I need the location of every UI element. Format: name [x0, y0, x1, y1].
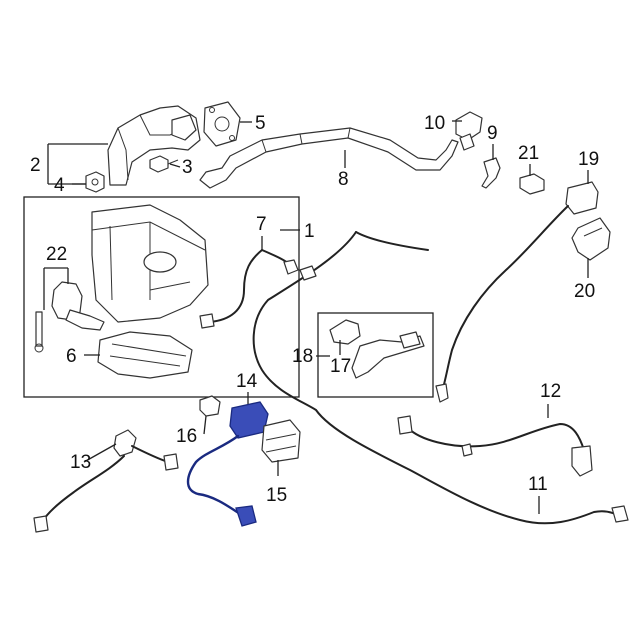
clip-part-21[interactable]	[519, 173, 545, 195]
bracket-part-20[interactable]	[571, 217, 611, 261]
harness-part-7[interactable]	[199, 249, 299, 329]
sensor-tip-19	[435, 383, 449, 403]
connector-part-10[interactable]	[455, 111, 483, 151]
leader-lines	[43, 120, 589, 514]
callout-11: 11	[528, 474, 548, 495]
callout-17: 17	[330, 356, 351, 377]
callout-20: 20	[574, 281, 595, 302]
shield-part-6[interactable]	[97, 331, 193, 379]
duct-clip-part[interactable]	[85, 171, 105, 193]
callout-6: 6	[66, 346, 77, 367]
callout-1: 1	[304, 221, 315, 242]
callout-19: 19	[578, 149, 599, 170]
gasket-part-5[interactable]	[203, 101, 241, 147]
callout-15: 15	[266, 485, 287, 506]
part-17-group-box	[317, 312, 434, 398]
sensor-part-13[interactable]	[33, 429, 179, 533]
callout-22: 22	[46, 244, 67, 265]
callout-18: 18	[292, 346, 313, 367]
callout-8: 8	[338, 169, 349, 190]
part-1-group-box	[23, 196, 300, 398]
callout-21: 21	[518, 143, 539, 164]
callout-10: 10	[424, 113, 445, 134]
bolt-part-3[interactable]	[149, 155, 179, 173]
callout-7: 7	[256, 214, 267, 235]
intake-duct-part[interactable]	[107, 105, 201, 186]
harness-part-11[interactable]	[252, 231, 629, 525]
callout-2: 2	[30, 155, 41, 176]
sensor-harness-19[interactable]	[441, 205, 569, 393]
callout-14: 14	[236, 371, 258, 392]
callout-5: 5	[255, 113, 266, 134]
bracket-part-17[interactable]	[329, 319, 361, 345]
callout-16: 16	[176, 426, 197, 447]
sensor-part-19[interactable]	[565, 181, 599, 215]
canister-part-1[interactable]	[91, 204, 209, 323]
sensor-part-9[interactable]	[481, 157, 501, 189]
valve-part-22[interactable]	[34, 281, 105, 353]
sensor-assembly-18[interactable]	[351, 331, 425, 379]
callout-3: 3	[182, 157, 193, 178]
callout-13: 13	[70, 452, 91, 473]
sensor-part-16[interactable]	[199, 395, 221, 417]
harness-part-12[interactable]	[397, 415, 593, 477]
callout-4: 4	[54, 175, 65, 196]
nox-sensor-module-14[interactable]	[186, 401, 269, 527]
pipe-part-8[interactable]	[199, 127, 459, 189]
callout-9: 9	[487, 123, 498, 144]
bracket-part-15[interactable]	[261, 419, 301, 463]
callout-12: 12	[540, 381, 561, 402]
